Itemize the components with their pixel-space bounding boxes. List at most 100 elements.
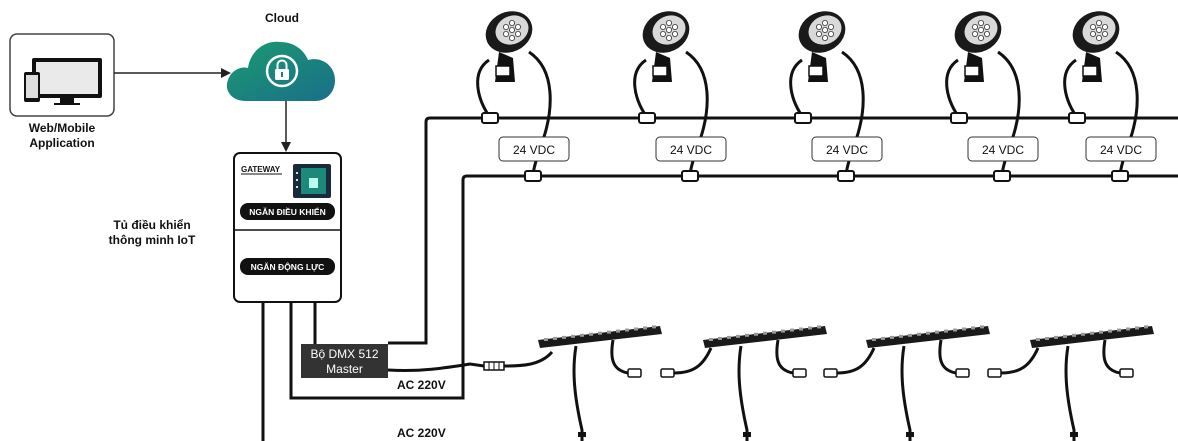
spot-led xyxy=(822,26,829,33)
linear-led xyxy=(553,336,557,340)
linear-in-connector xyxy=(660,368,675,378)
linear-led xyxy=(962,327,966,331)
spot-led xyxy=(672,23,679,30)
spot-bottom-connector xyxy=(837,170,855,182)
linear-led xyxy=(899,334,903,338)
linear-led xyxy=(580,333,584,337)
linear-led xyxy=(745,333,749,337)
linear-led xyxy=(799,327,803,331)
linear-led xyxy=(1045,336,1049,340)
spot-led xyxy=(515,30,522,37)
spot-led xyxy=(666,26,673,33)
linear-led xyxy=(709,338,713,341)
spot-led xyxy=(978,35,985,42)
linear-led xyxy=(589,332,593,336)
spot-bracket-plate xyxy=(1082,65,1098,77)
spot-cable-left xyxy=(945,58,960,117)
linear-bar xyxy=(538,326,662,348)
linear-drop-cable xyxy=(737,345,749,441)
spot-voltage-label: 24 VDC xyxy=(670,143,712,157)
spot-voltage-label: 24 VDC xyxy=(1100,143,1142,157)
linear-drop-cable xyxy=(900,345,912,441)
linear-out-cable xyxy=(610,339,629,375)
spot-voltage-label: 24 VDC xyxy=(513,143,555,157)
linear-led xyxy=(1090,331,1094,335)
spot-led xyxy=(660,30,667,37)
linear-out-connector xyxy=(792,368,807,378)
linear-led xyxy=(634,327,638,331)
dmx-master-box xyxy=(301,344,388,378)
linear-light-unit xyxy=(660,325,827,441)
linear-led xyxy=(872,338,876,341)
linear-led xyxy=(1036,338,1040,341)
linear-led xyxy=(1144,325,1148,329)
linear-led xyxy=(727,335,731,339)
spot-led xyxy=(816,30,823,37)
linear-led xyxy=(890,335,894,339)
spot-led xyxy=(1096,35,1103,42)
spot-led xyxy=(828,30,835,37)
cloud-label: Cloud xyxy=(265,11,299,25)
linear-led xyxy=(607,330,611,334)
linear-led xyxy=(808,326,812,330)
spot-led xyxy=(1090,23,1097,30)
linear-light-group xyxy=(538,325,1154,441)
linear-led xyxy=(1108,329,1112,333)
spot-led xyxy=(984,30,991,37)
linear-light-unit xyxy=(538,325,662,441)
linear-led xyxy=(781,329,785,333)
spot-bracket-plate xyxy=(808,65,824,77)
linear-led xyxy=(881,336,885,340)
linear-connector xyxy=(483,350,554,371)
gateway-device-icon xyxy=(293,164,331,198)
app-label-line2: Application xyxy=(29,136,94,150)
spot-led xyxy=(666,35,673,42)
spot-top-connector xyxy=(481,112,499,124)
spot-led xyxy=(502,23,509,30)
lock-icon xyxy=(265,54,299,88)
linear-led xyxy=(971,326,975,330)
linear-led xyxy=(544,338,548,341)
spot-led xyxy=(1096,19,1103,26)
linear-drop-cable xyxy=(1064,345,1076,441)
spot-led xyxy=(978,19,985,26)
spot-led xyxy=(828,23,835,30)
linear-led xyxy=(1054,335,1058,339)
dmx-master: Bộ DMX 512 Master xyxy=(301,344,388,378)
spot-cable-right xyxy=(685,50,709,179)
linear-in-cable xyxy=(836,347,876,375)
power-section-label: NGĂN ĐỘNG LỰC xyxy=(251,261,325,272)
linear-drop-cable xyxy=(572,345,584,441)
cloud-block: Cloud xyxy=(226,11,335,101)
linear-out-cable xyxy=(775,339,794,375)
linear-bar xyxy=(1030,326,1154,348)
linear-out-connector xyxy=(955,368,970,378)
linear-led xyxy=(980,325,984,329)
spot-led xyxy=(508,26,515,33)
linear-drop-end xyxy=(578,432,586,437)
linear-out-cable xyxy=(1102,339,1121,375)
linear-led xyxy=(571,334,575,338)
linear-led xyxy=(1126,327,1130,331)
linear-led xyxy=(1081,332,1085,336)
linear-bar xyxy=(703,326,827,348)
spot-voltage-box xyxy=(1085,136,1157,162)
spot-led xyxy=(978,26,985,33)
spot-led xyxy=(672,30,679,37)
spot-led xyxy=(816,23,823,30)
control-section-badge xyxy=(240,203,335,220)
spot-top-connector xyxy=(638,112,656,124)
linear-led xyxy=(935,330,939,334)
linear-led xyxy=(1072,333,1076,337)
spot-voltage-label: 24 VDC xyxy=(826,143,868,157)
linear-led xyxy=(790,328,794,332)
linear-light-unit xyxy=(987,325,1154,441)
linear-led xyxy=(562,335,566,339)
app-label-line1: Web/Mobile xyxy=(29,121,96,135)
gateway-label: GATEWAY xyxy=(241,165,281,174)
linear-led xyxy=(817,325,821,329)
linear-led xyxy=(598,331,602,335)
linear-led xyxy=(1135,326,1139,330)
spotlight-unit: 24 VDC xyxy=(1063,11,1157,182)
